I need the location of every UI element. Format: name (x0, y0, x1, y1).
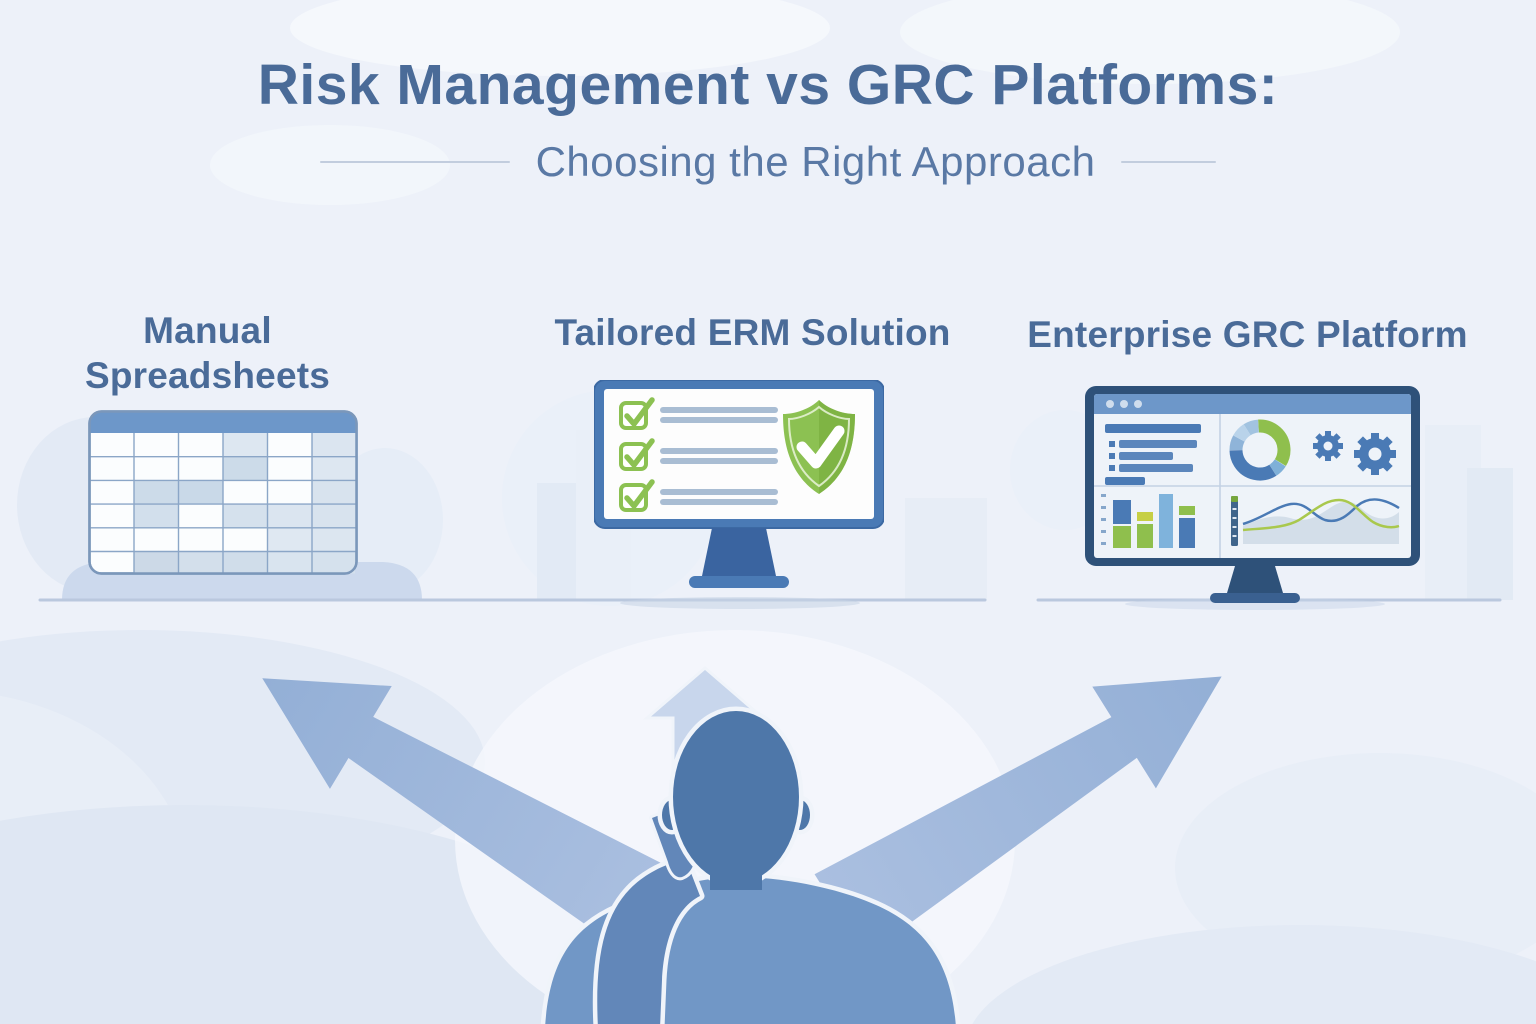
spreadsheet-grid-lines (89, 433, 357, 573)
option-heading-manual-spreadsheets: Manual Spreadsheets (84, 310, 331, 397)
page-subtitle: Choosing the Right Approach (535, 138, 1096, 185)
checklist-item (619, 397, 778, 430)
person-thinking-silhouette (540, 706, 961, 1024)
shield-check-icon (783, 400, 855, 494)
monitor-stand-neck (1227, 566, 1283, 593)
dashboard-button (1105, 477, 1145, 485)
browser-dot (1106, 400, 1114, 408)
monitor-shadow (620, 597, 860, 609)
spreadsheet-shaded-cells (134, 433, 357, 574)
area-line-chart-icon (1231, 496, 1400, 546)
browser-dot (1120, 400, 1128, 408)
monitor-checklist-shield-icon (594, 380, 884, 588)
checklist-icon (619, 397, 778, 512)
monitor-stand-base (1210, 593, 1300, 603)
spreadsheet-table-icon (88, 410, 358, 575)
monitor-shadow-right (1125, 598, 1385, 610)
background-clouds (210, 0, 1400, 205)
checklist-item (619, 438, 778, 471)
bar-chart-icon (1101, 494, 1195, 548)
subtitle-rule-right (1121, 161, 1217, 163)
checklist-item (619, 479, 778, 512)
browser-dot (1134, 400, 1142, 408)
dashboard-dividers (1094, 414, 1411, 558)
monitor-stand-neck (702, 528, 776, 576)
subtitle-rule-left (319, 161, 510, 163)
dashboard-list-panel (1105, 424, 1201, 485)
monitor-stand-base (689, 576, 789, 588)
person-head (657, 706, 815, 890)
gear-icon (1313, 431, 1396, 475)
option-heading-tailored-erm: Tailored ERM Solution (554, 312, 951, 353)
monitor-grc-dashboard-icon (1085, 386, 1420, 603)
browser-top-bar (1094, 394, 1411, 414)
option-heading-enterprise-grc: Enterprise GRC Platform (1027, 314, 1468, 355)
page-title: Risk Management vs GRC Platforms: (257, 53, 1279, 117)
page-subtitle-row: Choosing the Right Approach (0, 138, 1536, 186)
spreadsheet-header-row (89, 411, 357, 433)
